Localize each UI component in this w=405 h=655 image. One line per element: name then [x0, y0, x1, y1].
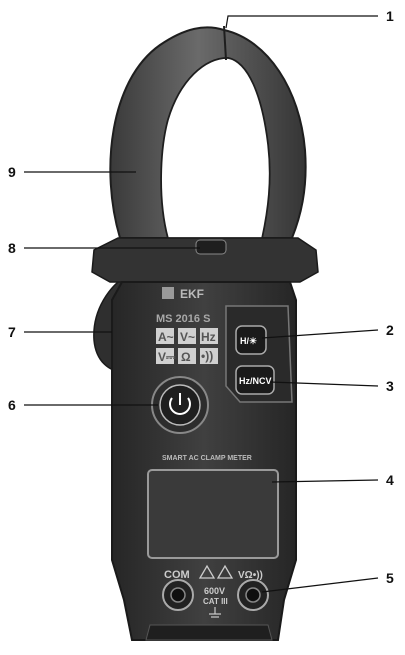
com-jack[interactable] — [162, 579, 194, 611]
mode-continuity: •)) — [201, 349, 213, 363]
leader-4 — [271, 479, 379, 483]
warning-icon — [198, 564, 234, 579]
model-number: MS 2016 S — [156, 313, 210, 325]
v-ohm-jack[interactable] — [237, 579, 269, 611]
mode-box-dc-volts — [156, 348, 174, 364]
mode-hz: Hz — [201, 330, 216, 344]
voltage-rating: 600V — [204, 586, 225, 596]
callout-7: 7 — [8, 324, 16, 340]
mode-ac-amps: A~ — [158, 330, 174, 344]
display-caption: SMART AC CLAMP METER — [162, 455, 252, 462]
hold-backlight-label: H/☀ — [240, 336, 257, 346]
callout-3: 3 — [386, 378, 394, 394]
leader-1 — [225, 15, 378, 29]
hz-ncv-button[interactable]: Hz/NCV — [235, 365, 275, 395]
lcd-display — [147, 469, 279, 559]
leader-5 — [261, 577, 379, 593]
callout-4: 4 — [386, 472, 394, 488]
hand-guard-indicator — [195, 239, 227, 255]
mode-box-continuity — [200, 348, 218, 364]
meter-collar — [91, 237, 319, 283]
mode-box-ac-volts — [178, 328, 196, 344]
com-label: COM — [164, 569, 190, 581]
callout-9: 9 — [8, 164, 16, 180]
brand-logo: EKF — [162, 287, 204, 301]
input-terminals: COM VΩ•)) 600V CAT III — [162, 564, 269, 618]
callout-numbers: 1 2 3 4 5 6 7 8 9 — [8, 8, 394, 586]
callout-5: 5 — [386, 570, 394, 586]
power-icon — [169, 393, 191, 415]
hold-backlight-button[interactable]: H/☀ — [235, 325, 267, 355]
mode-dc-volts: V⎓ — [158, 350, 176, 364]
brand-logo-text: EKF — [180, 287, 204, 301]
mode-box-ohm — [178, 348, 196, 364]
callout-1: 1 — [386, 8, 394, 24]
mode-ohm: Ω — [181, 350, 191, 364]
callout-2: 2 — [386, 322, 394, 338]
mode-ac-volts: V~ — [180, 330, 195, 344]
mode-box-hz — [200, 328, 218, 344]
callout-8: 8 — [8, 240, 16, 256]
power-button[interactable] — [151, 376, 209, 434]
hz-ncv-label: Hz/NCV — [239, 376, 272, 386]
meter-foot — [145, 624, 273, 641]
ground-icon — [209, 607, 221, 618]
leader-2 — [261, 329, 379, 339]
jaw-split-line — [223, 25, 227, 61]
clamp-jaws — [109, 25, 307, 239]
category-rating: CAT III — [203, 597, 228, 606]
logo-mark-icon — [162, 287, 174, 299]
leader-3 — [269, 381, 379, 387]
leader-lines — [24, 15, 379, 593]
jaw-inner-opening — [160, 57, 271, 239]
mode-symbols: A~ V~ Hz V⎓ Ω •)) — [156, 328, 218, 364]
v-terminal-label: VΩ•)) — [238, 570, 263, 581]
callout-6: 6 — [8, 397, 16, 413]
mode-box-ac-amps — [156, 328, 174, 344]
